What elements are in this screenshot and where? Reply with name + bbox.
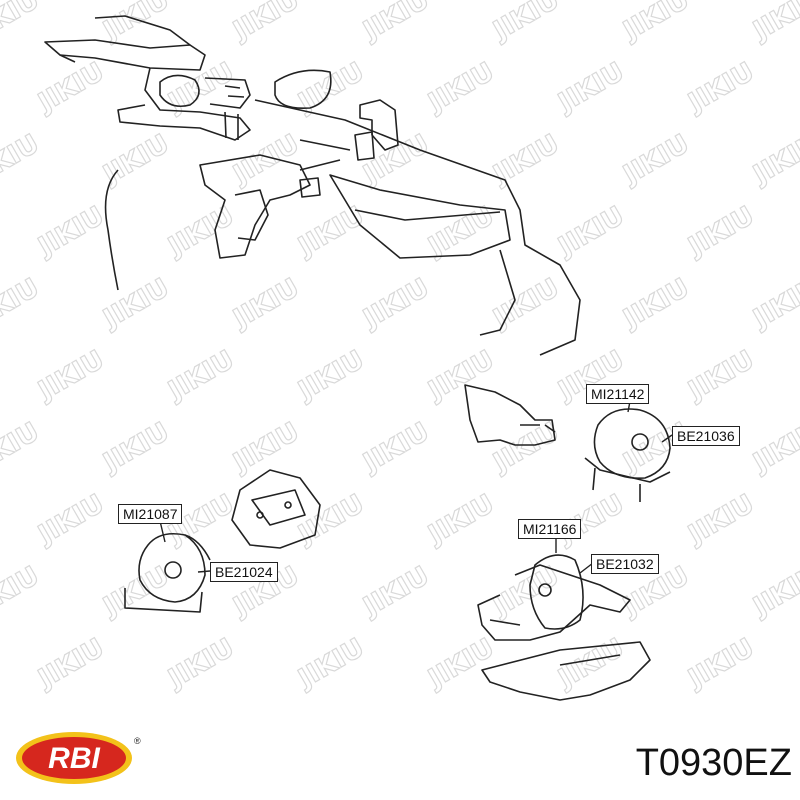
watermark-mark: JIKIU [682,633,760,695]
watermark-mark: JIKIU [292,633,370,695]
part-number: T0930EZ [635,742,792,784]
callout-be21024: BE21024 [210,562,278,582]
watermark-mark: JIKIU [227,273,305,335]
watermark-mark: JIKIU [32,489,110,551]
watermark-mark: JIKIU [97,417,175,479]
watermark-mark: JIKIU [32,633,110,695]
watermark-mark: JIKIU [162,345,240,407]
watermark-mark: JIKIU [747,561,800,623]
watermark-mark: JIKIU [0,0,44,47]
watermark-mark: JIKIU [422,201,500,263]
rbi-logo: RBI ® [16,732,141,784]
right-mount-drawing [464,384,671,502]
watermark-mark: JIKIU [162,633,240,695]
watermark-mark: JIKIU [552,201,630,263]
watermark-mark: JIKIU [357,273,435,335]
watermark-mark: JIKIU [0,417,44,479]
watermark-mark: JIKIU [357,0,435,47]
watermark-mark: JIKIU [682,489,760,551]
watermark-mark: JIKIU [227,0,305,47]
watermark-mark: JIKIU [422,57,500,119]
callout-mi21087: MI21087 [118,504,183,524]
watermark-mark: JIKIU [0,273,44,335]
callout-be21032: BE21032 [591,554,659,574]
watermark-mark: JIKIU [747,417,800,479]
watermark-mark: JIKIU [32,345,110,407]
watermark-mark: JIKIU [682,57,760,119]
watermark-mark: JIKIU [747,273,800,335]
watermark-mark: JIKIU [617,273,695,335]
watermark-mark: JIKIU [97,129,175,191]
watermark-mark: JIKIU [227,417,305,479]
watermark-mark: JIKIU [487,0,565,47]
watermark-mark: JIKIU [617,129,695,191]
watermark-mark: JIKIU [682,201,760,263]
watermark-mark: JIKIU [97,273,175,335]
trademark-symbol: ® [134,736,141,746]
watermark-mark: JIKIU [0,561,44,623]
watermark-pattern: JIKIU JIKIU JIKIU JIKIU JIKIU JIKIU JIKIU JIKIU… [0,0,800,696]
watermark-mark: JIKIU [747,129,800,191]
watermark-mark: JIKIU [422,633,500,695]
leader-lines [159,400,673,574]
watermark-mark: JIKIU [552,57,630,119]
watermark-mark: JIKIU [357,417,435,479]
rear-mount-drawing [477,554,651,701]
watermark-mark: JIKIU [292,489,370,551]
engine-assembly-drawing [44,15,581,356]
callout-be21036: BE21036 [672,426,740,446]
left-mount-drawing [124,469,321,613]
watermark-mark: JIKIU [357,129,435,191]
watermark-mark: JIKIU [0,129,44,191]
watermark-mark: JIKIU [422,489,500,551]
watermark-mark: JIKIU [617,0,695,47]
watermark-mark: JIKIU [162,201,240,263]
callout-mi21166: MI21166 [518,519,582,539]
watermark-mark: JIKIU [97,0,175,47]
watermark-mark: JIKIU [32,57,110,119]
logo-text: RBI [48,742,100,775]
callout-mi21142: MI21142 [586,384,650,404]
watermark-mark: JIKIU [747,0,800,47]
watermark-mark: JIKIU [32,201,110,263]
watermark-mark: JIKIU [357,561,435,623]
watermark-mark: JIKIU [97,561,175,623]
watermark-mark: JIKIU [422,345,500,407]
watermark-mark: JIKIU [292,345,370,407]
watermark-mark: JIKIU [487,273,565,335]
watermark-mark: JIKIU [682,345,760,407]
watermark-mark: JIKIU [487,129,565,191]
